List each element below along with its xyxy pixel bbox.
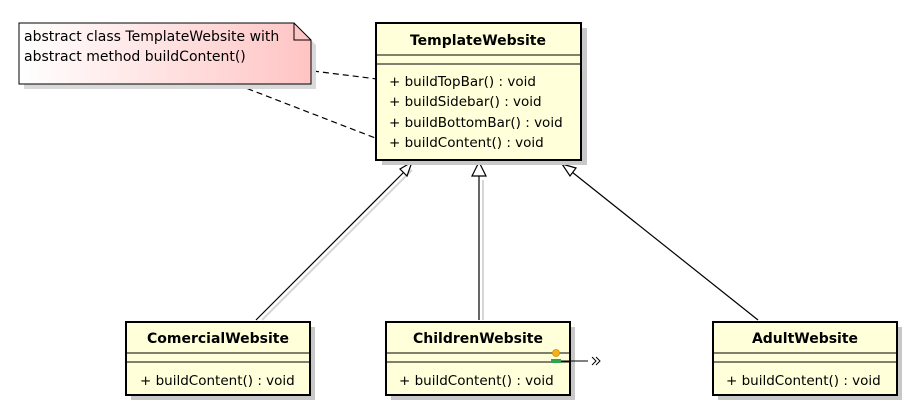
class-box [385, 321, 571, 396]
operation-build-content: + buildContent() : void [726, 373, 881, 389]
comercial-generalization-line[interactable] [255, 171, 405, 321]
operation-build-content: + buildContent() : void [389, 135, 544, 151]
class-box [375, 22, 582, 161]
class-children-website[interactable]: ChildrenWebsite + buildContent() : void [385, 321, 575, 400]
note-fold [293, 23, 311, 41]
note-body [18, 22, 312, 85]
note-anchor-class-line[interactable] [312, 70, 378, 80]
operation-build-bottom-bar: + buildBottomBar() : void [389, 115, 563, 131]
note-text-line-2: abstract method buildContent() [24, 49, 246, 65]
class-template-website[interactable]: TemplateWebsite + buildTopBar() : void +… [375, 22, 587, 165]
generalization-edges [255, 160, 759, 321]
operation-build-top-bar: + buildTopBar() : void [389, 74, 536, 90]
comercial-generalization-arrowhead [399, 160, 414, 178]
note[interactable]: abstract class TemplateWebsite with abst… [18, 22, 316, 89]
adult-generalization-line[interactable] [571, 171, 759, 321]
class-name: TemplateWebsite [410, 33, 546, 49]
class-box [712, 321, 898, 396]
class-comercial-website[interactable]: ComercialWebsite + buildContent() : void [125, 321, 315, 400]
class-box [125, 321, 311, 396]
class-adult-website[interactable]: AdultWebsite + buildContent() : void [712, 321, 902, 400]
operation-build-content: + buildContent() : void [140, 373, 295, 389]
lightbulb-icon[interactable] [552, 349, 560, 357]
class-name: ChildrenWebsite [413, 331, 543, 347]
quick-connector-widget[interactable] [551, 349, 601, 366]
note-anchor-method-line[interactable] [237, 84, 384, 142]
operation-build-sidebar: + buildSidebar() : void [389, 94, 542, 110]
handle-icon[interactable] [551, 359, 561, 363]
note-text-line-1: abstract class TemplateWebsite with [24, 29, 279, 45]
class-name: ComercialWebsite [147, 331, 289, 347]
double-chevron-icon[interactable] [591, 356, 601, 366]
class-name: AdultWebsite [752, 331, 858, 347]
operation-build-content: + buildContent() : void [399, 373, 554, 389]
children-generalization-arrowhead [471, 160, 487, 177]
adult-generalization-arrowhead [560, 162, 578, 178]
